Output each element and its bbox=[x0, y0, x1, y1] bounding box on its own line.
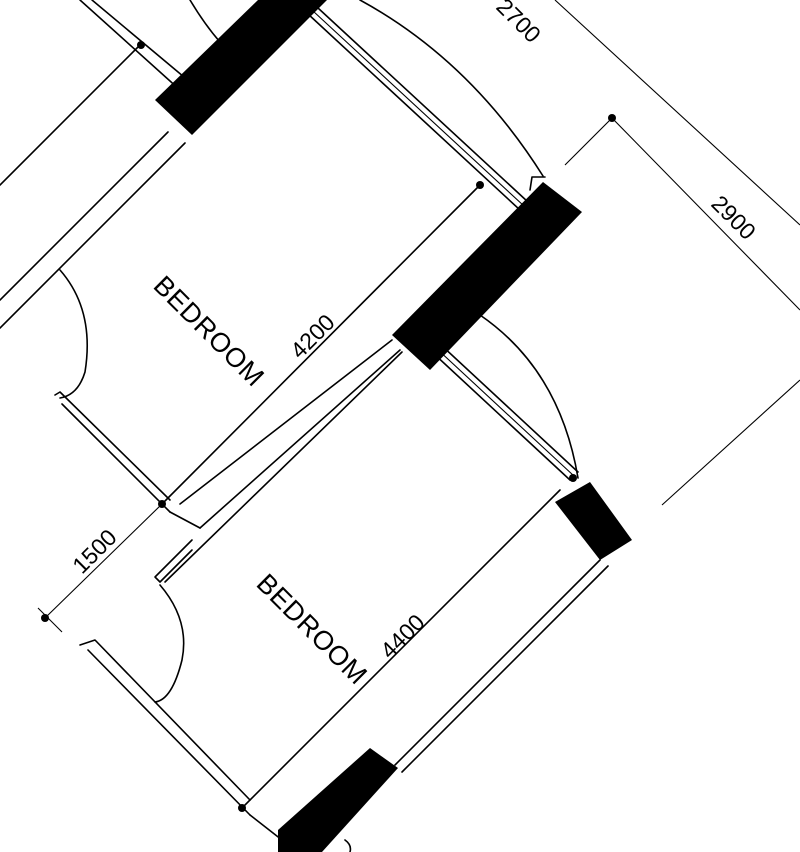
dimension-label-room2: 4400 bbox=[375, 609, 430, 664]
dimension-lines bbox=[37, 0, 800, 633]
lower-window bbox=[431, 314, 579, 482]
middle-corridor bbox=[154, 339, 403, 583]
wall-block-bottom bbox=[278, 748, 398, 852]
room-label-bedroom-upper: BEDROOM bbox=[148, 270, 270, 392]
upper-bedroom-walls bbox=[54, 184, 481, 513]
upper-left-walls bbox=[0, 0, 221, 329]
wall-block-top bbox=[155, 0, 327, 135]
wall-block-right-lower bbox=[555, 482, 632, 560]
upper-window bbox=[307, 0, 546, 211]
lower-bedroom-walls bbox=[79, 489, 609, 852]
room-label-bedroom-lower: BEDROOM bbox=[251, 568, 373, 690]
wall-block-middle bbox=[392, 182, 582, 370]
dimension-label-right: 2900 bbox=[706, 190, 761, 245]
dimension-label-top: 2700 bbox=[491, 0, 546, 48]
dimension-label-room1: 4200 bbox=[285, 309, 340, 364]
